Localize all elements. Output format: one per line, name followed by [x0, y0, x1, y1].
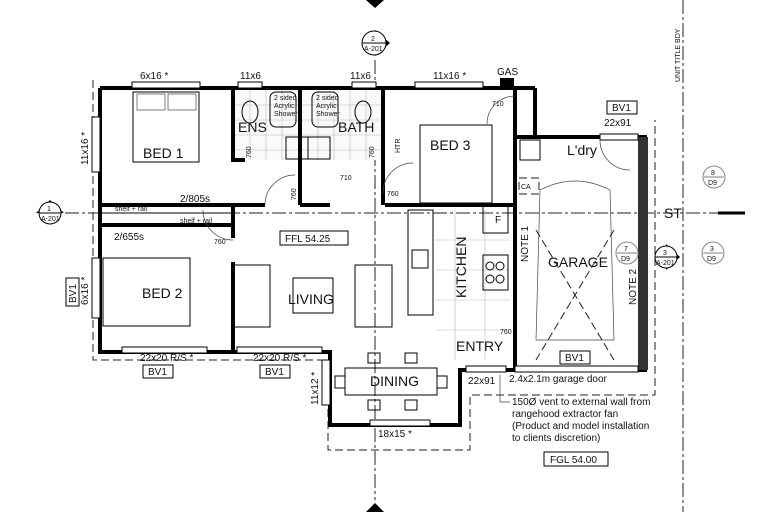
- windows: [91, 81, 639, 427]
- svg-text:D9: D9: [621, 256, 630, 263]
- door-size: 710: [492, 101, 504, 108]
- svg-text:7: 7: [624, 246, 628, 253]
- bv1-tag: BV1: [148, 367, 167, 378]
- door-size: 760: [369, 146, 376, 158]
- room-label-bed2: BED 2: [142, 285, 183, 301]
- svg-text:A-201: A-201: [364, 46, 383, 53]
- north-arrow-top: [366, 0, 384, 8]
- arrow-bottom: [366, 503, 384, 512]
- window-label: 22x91: [604, 118, 632, 129]
- bv1-tag: BV1: [612, 103, 631, 114]
- wardrobe-label: 2/655s: [114, 232, 144, 243]
- note1-label: NOTE 1: [520, 225, 531, 262]
- window-label: 11x16 *: [433, 71, 466, 82]
- detail-marker-7[interactable]: 7 D9: [615, 241, 639, 265]
- window-label: 6x16 *: [80, 277, 91, 305]
- section-marker-3[interactable]: 3 A-201: [654, 244, 680, 270]
- note2-label: NOTE 2: [628, 268, 639, 305]
- window-label: 11x12 *: [310, 372, 321, 405]
- svg-text:D9: D9: [708, 180, 717, 187]
- detail-marker-8[interactable]: 8 D9: [702, 165, 726, 189]
- window-label: 22x20 R/S *: [140, 353, 193, 364]
- vent-note: 150Ø vent to external wall from rangehoo…: [512, 397, 653, 444]
- room-label-bed3: BED 3: [430, 137, 471, 153]
- svg-text:D9: D9: [707, 256, 716, 263]
- svg-text:3: 3: [663, 250, 667, 257]
- bv1-tag: BV1: [565, 353, 584, 364]
- room-label-entry: ENTRY: [456, 338, 504, 354]
- door-size: 710: [340, 175, 352, 182]
- room-label-kitchen: KITCHEN: [453, 237, 469, 298]
- room-label-living: LIVING: [288, 291, 334, 307]
- shelf-label: shelf + rail: [115, 206, 148, 213]
- bv1-tag: BV1: [68, 284, 79, 303]
- ca-label: CA: [521, 184, 531, 191]
- shelf-label: shelf + rail: [180, 218, 213, 225]
- furniture: [102, 91, 615, 411]
- window-label: 11x6: [240, 71, 261, 82]
- gas-label: GAS: [497, 67, 518, 78]
- section-marker-1[interactable]: 1 A-201: [36, 200, 64, 225]
- unit-title-boundary-label: UNIT TITLE BDY: [675, 28, 682, 82]
- heater-label: HTR: [395, 139, 402, 153]
- window-label: 11x16 *: [80, 132, 91, 165]
- bv1-tag: BV1: [265, 367, 284, 378]
- window-label: 22x91: [468, 376, 496, 387]
- door-size: 760: [246, 146, 253, 158]
- fridge-label: F: [495, 215, 501, 226]
- detail-marker-3[interactable]: 3 D9: [701, 241, 725, 265]
- svg-text:3: 3: [710, 246, 714, 253]
- eave-line: [92, 80, 656, 451]
- room-label-laundry: L'dry: [567, 142, 597, 158]
- svg-text:1: 1: [47, 206, 51, 213]
- door-size: 760: [291, 188, 298, 200]
- room-label-bed1: BED 1: [143, 145, 184, 161]
- window-label: 22x20 R/S *: [253, 353, 306, 364]
- svg-text:A-201: A-201: [656, 260, 675, 267]
- garage-door-label: 2.4x2.1m garage door: [509, 374, 608, 385]
- room-label-ens: ENS: [238, 119, 267, 135]
- st-label: ST: [664, 205, 682, 221]
- svg-text:A-201: A-201: [41, 216, 60, 223]
- window-label: 6x16 *: [140, 71, 168, 82]
- svg-text:8: 8: [711, 170, 715, 177]
- room-label-garage: GARAGE: [548, 254, 608, 270]
- section-marker-2[interactable]: 2 A-201: [361, 30, 390, 56]
- wardrobe-label: 2/805s: [180, 194, 210, 205]
- fgl-level: FGL 54.00: [550, 455, 597, 466]
- room-label-dining: DINING: [370, 373, 419, 389]
- door-size: 760: [500, 329, 512, 336]
- room-label-bath: BATH: [338, 119, 374, 135]
- ffl-level: FFL 54.25: [285, 234, 331, 245]
- window-label: 18x15 *: [378, 429, 412, 440]
- svg-text:2: 2: [371, 36, 375, 43]
- window-label: 11x6: [350, 71, 371, 82]
- door-size: 760: [387, 191, 399, 198]
- door-swings: [202, 95, 631, 241]
- door-size: 760: [214, 239, 226, 246]
